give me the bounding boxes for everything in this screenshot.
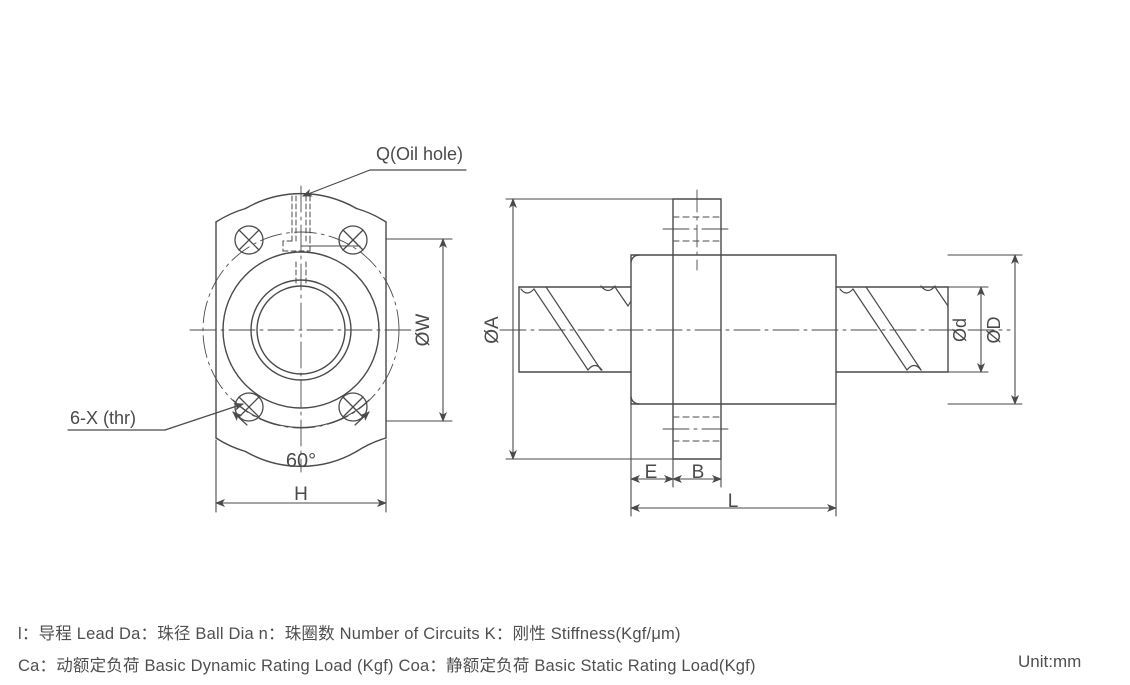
flange-plate-holes-top xyxy=(662,216,732,242)
label-dimension-B: B xyxy=(692,462,705,483)
screw-thread-right xyxy=(839,285,949,371)
flange-plate-holes-bottom xyxy=(662,416,732,442)
angle-dimension-arrows xyxy=(232,411,370,426)
legend-line-1: l：导程 Lead Da：珠径 Ball Dia n：珠圈数 Number of… xyxy=(18,625,681,643)
screw-shaft-left xyxy=(518,286,632,373)
label-dimension-A: ØA xyxy=(482,316,503,344)
label-angle-60: 60° xyxy=(286,450,316,472)
oil-hole-hidden-lines xyxy=(282,195,311,285)
unit-label: Unit:mm xyxy=(1018,652,1082,671)
label-dimension-d: Ød xyxy=(950,318,970,342)
label-dimension-E: E xyxy=(645,462,658,483)
label-dimension-L: L xyxy=(728,491,739,512)
dimension-screw-outer-diameter-D xyxy=(947,254,1023,405)
thread-hole-leader xyxy=(67,403,244,431)
dimension-screw-root-diameter-d xyxy=(934,286,989,373)
legend-line-2: Ca：动额定负荷 Basic Dynamic Rating Load (Kgf)… xyxy=(18,657,756,675)
label-thread-holes: 6-X (thr) xyxy=(70,408,136,428)
nut-body-outline xyxy=(630,254,837,405)
screw-shaft-right xyxy=(835,286,949,373)
label-oil-hole: Q(Oil hole) xyxy=(376,144,463,164)
screw-thread-left xyxy=(520,285,632,371)
dimension-flange-height-H xyxy=(215,439,387,513)
dimension-nut-diameter-A xyxy=(505,198,674,460)
label-dimension-D: ØD xyxy=(984,316,1004,343)
bolt-hole-group xyxy=(234,225,368,422)
oil-hole-leader xyxy=(302,169,467,197)
label-dimension-W: ØW xyxy=(413,314,434,347)
dimension-flange-width-W xyxy=(385,238,453,422)
label-dimension-H: H xyxy=(294,484,308,505)
dimension-L xyxy=(630,403,837,517)
dimension-B xyxy=(672,458,722,488)
